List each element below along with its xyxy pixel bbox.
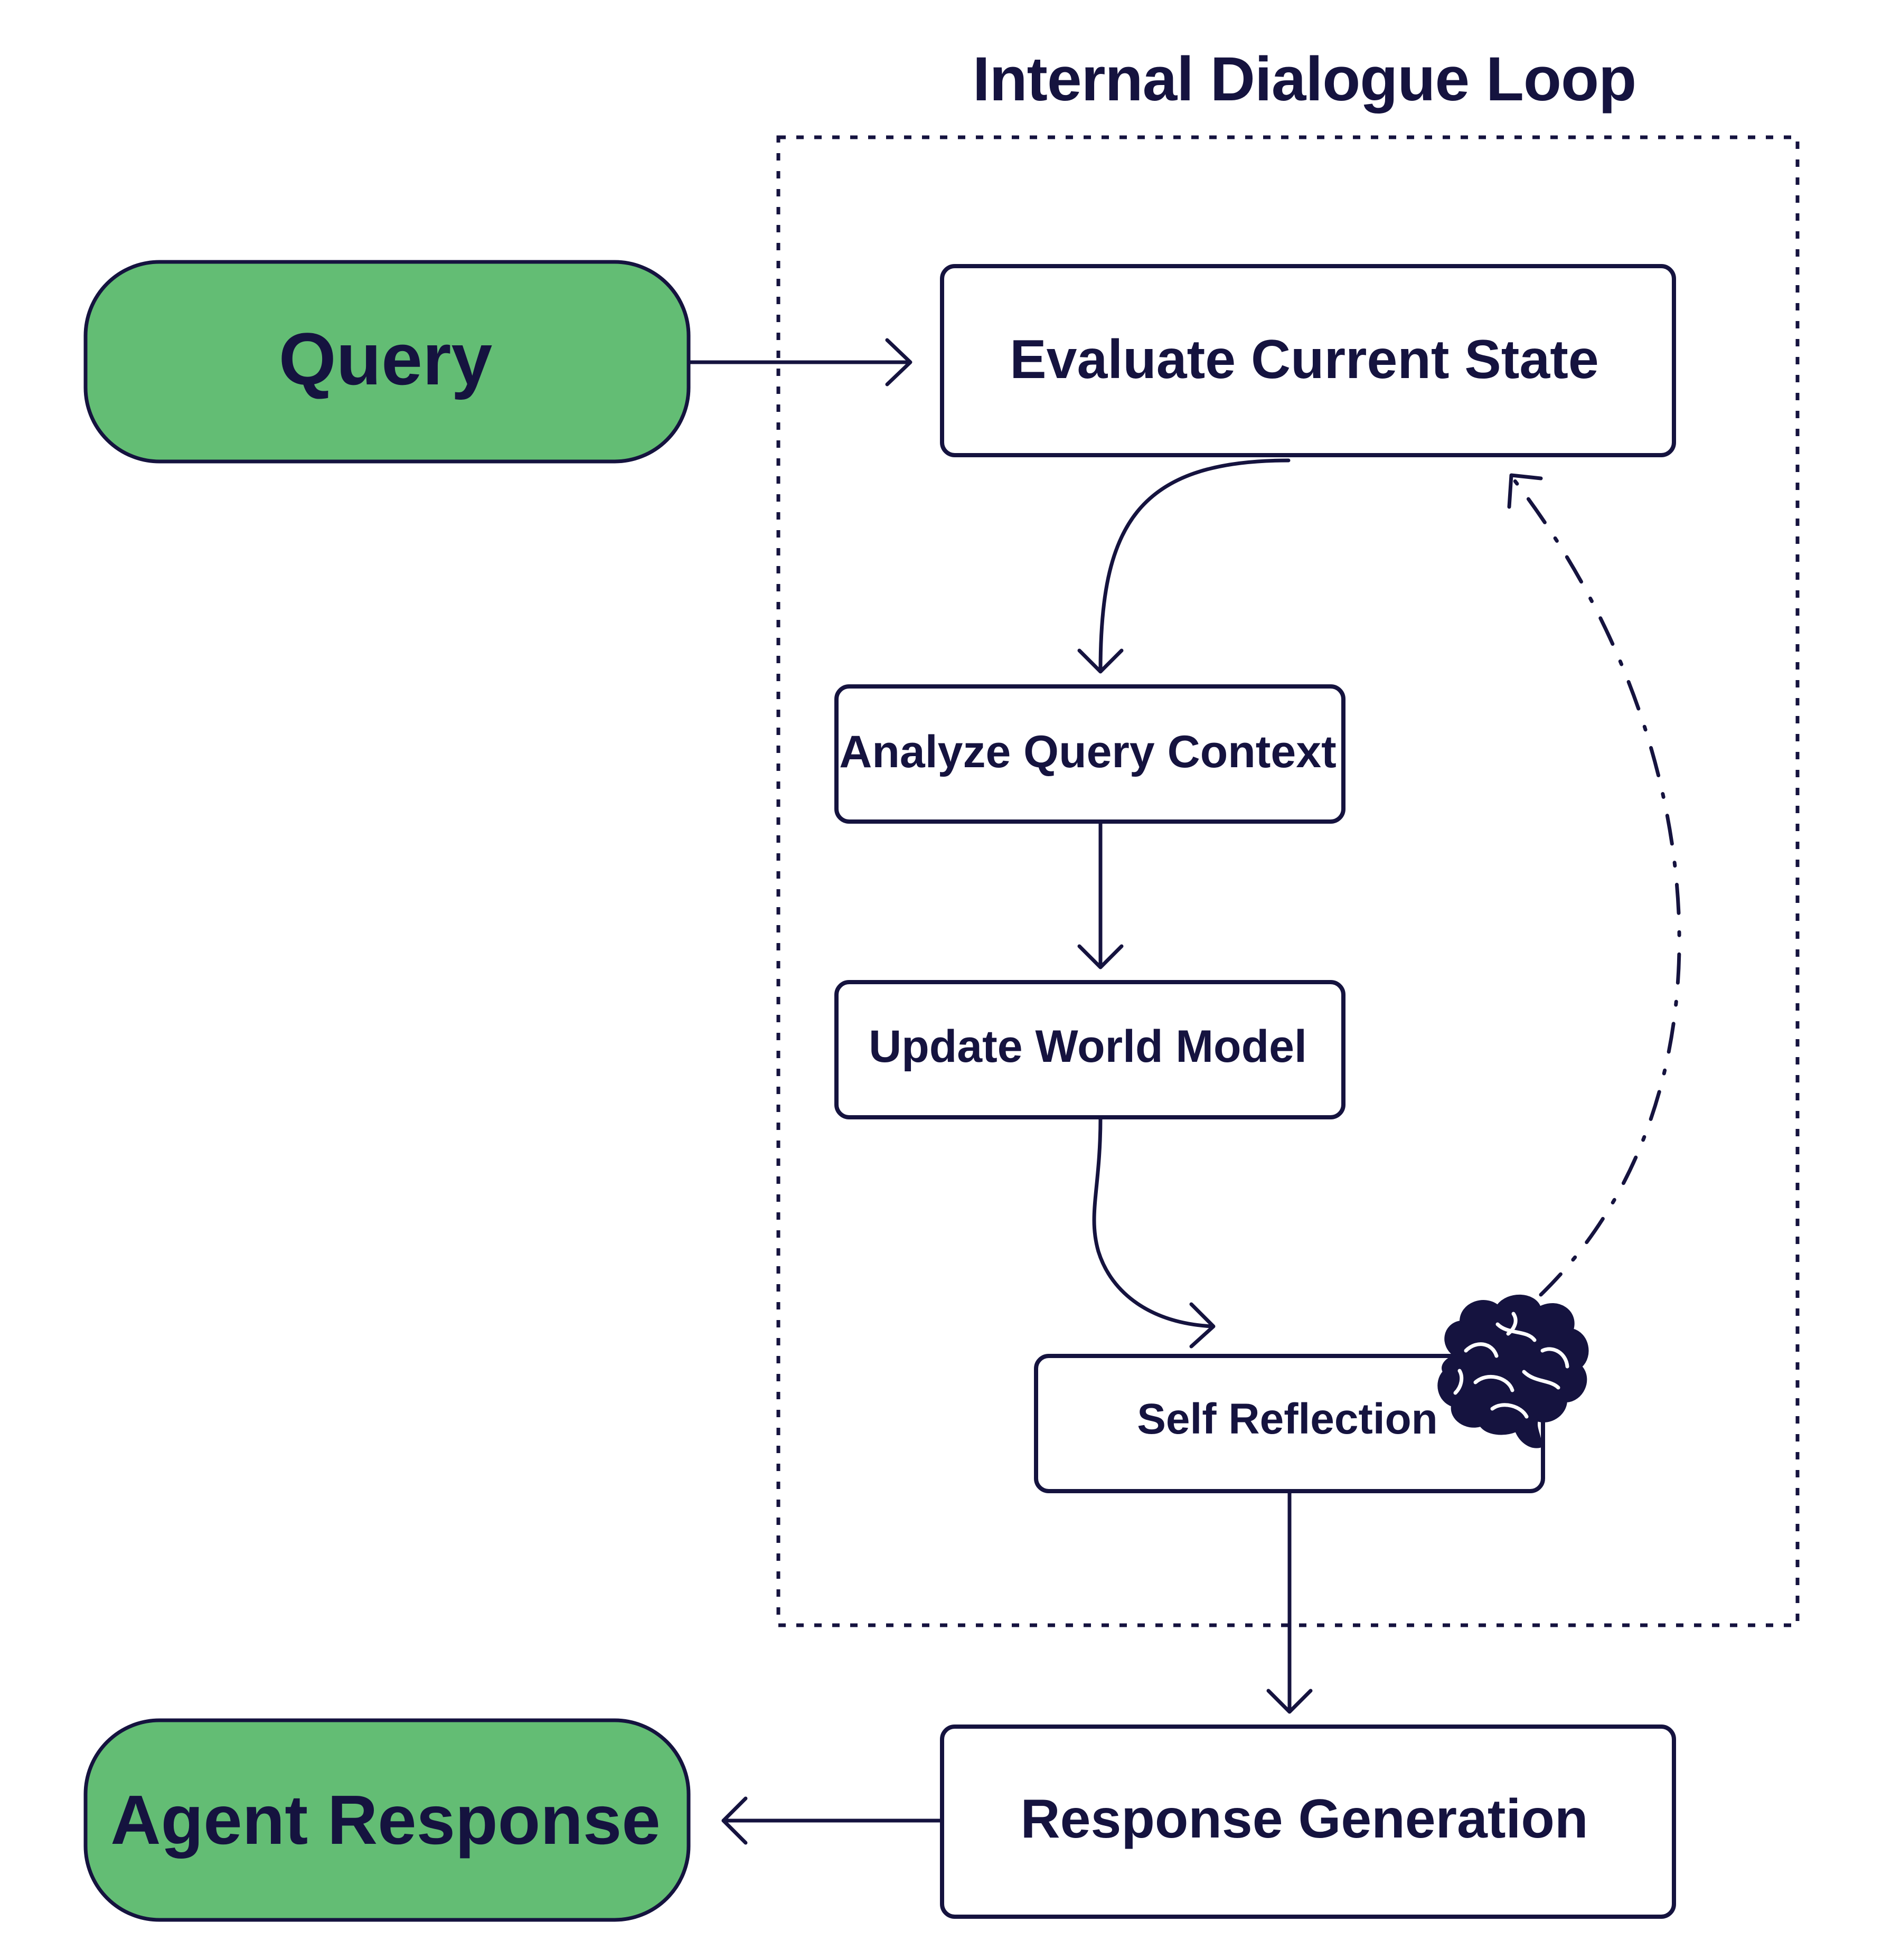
arrow-update-to-self-reflection: [1092, 1115, 1216, 1349]
arrow-evaluate-to-analyze: [1077, 458, 1291, 674]
arrow-analyze-to-update: [1077, 819, 1124, 969]
evaluate-state-node: [940, 264, 1676, 457]
arrow-feedback-loop: [1507, 473, 1681, 1297]
brain-icon: [1437, 1294, 1589, 1448]
update-world-model-node: [834, 980, 1345, 1119]
response-generation-node: [940, 1725, 1676, 1919]
analyze-context-node: [834, 684, 1345, 824]
arrow-response-to-agent: [721, 1796, 944, 1845]
arrow-self-reflection-to-response: [1266, 1489, 1313, 1714]
agent-response-node: [83, 1718, 691, 1922]
query-node: [83, 260, 691, 464]
arrow-query-to-evaluate: [686, 338, 912, 387]
